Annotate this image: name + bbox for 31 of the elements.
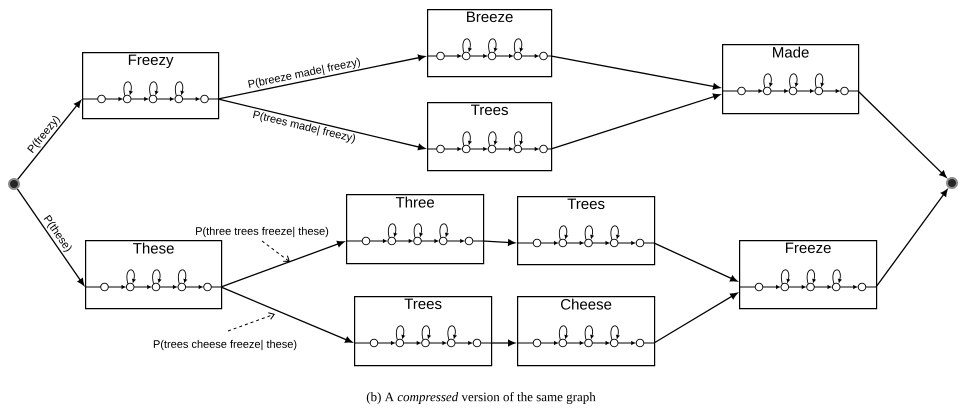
caption: (b) A compressed version of the same graph xyxy=(366,392,596,404)
edge-label: P(trees made| freezy) xyxy=(252,110,355,144)
arrow xyxy=(858,90,947,178)
state-box: These xyxy=(84,240,222,310)
state-box: Breeze xyxy=(426,9,552,78)
state-box: Cheese xyxy=(516,296,656,366)
state-box: Freeze xyxy=(738,240,878,310)
state-box: Three xyxy=(346,194,484,264)
arrow xyxy=(220,240,344,288)
arrow xyxy=(482,239,516,246)
state-box: Trees xyxy=(516,196,656,266)
arrow xyxy=(16,188,84,286)
edge-label: P(breeze made| freezy) xyxy=(248,58,360,88)
edge-label: P(trees cheese freeze| these) xyxy=(154,340,296,350)
arrow xyxy=(218,54,426,100)
terminal-circle xyxy=(946,177,958,189)
arrow xyxy=(17,100,82,180)
arrow xyxy=(218,98,426,150)
state-box: Freezy xyxy=(82,52,220,120)
state-box: Made xyxy=(722,44,860,114)
arrow xyxy=(550,55,720,90)
arrow xyxy=(220,286,352,343)
arrow xyxy=(875,189,948,288)
state-box: Trees xyxy=(354,296,492,366)
terminal-circle xyxy=(8,178,20,190)
arrow xyxy=(654,242,738,282)
arrow xyxy=(491,340,516,346)
arrow xyxy=(654,292,738,344)
edge-label: P(three trees freeze| these) xyxy=(196,226,328,238)
arrow xyxy=(550,93,720,150)
state-box: Trees xyxy=(426,102,552,172)
